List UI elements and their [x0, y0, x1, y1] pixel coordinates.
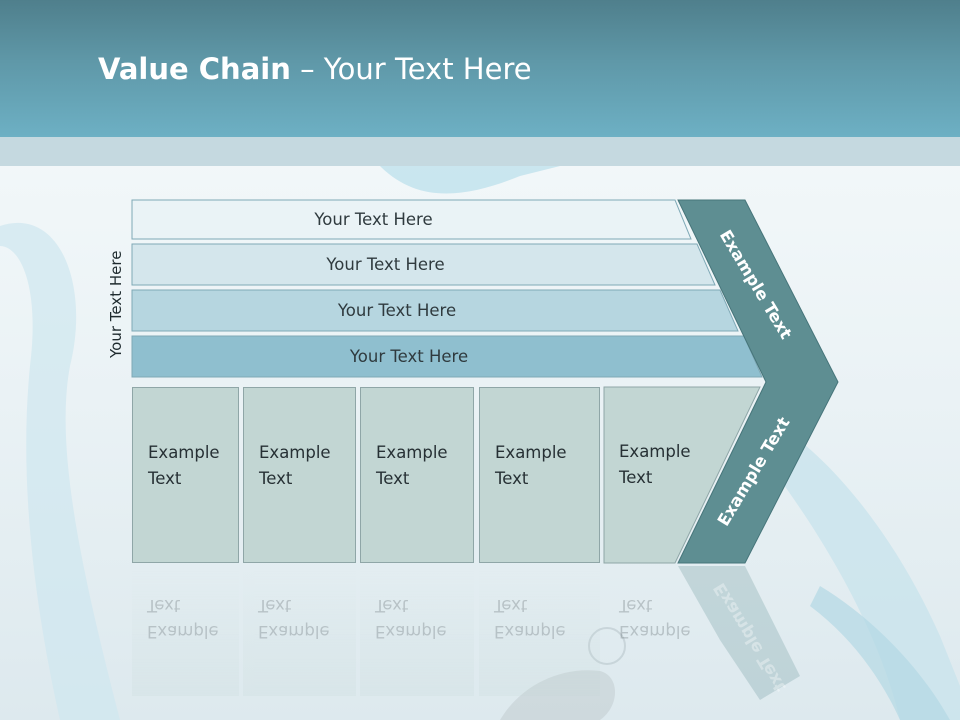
header-band	[0, 137, 960, 166]
box-5-reflection-line1: Example	[619, 622, 691, 641]
box-5-reflection: Example Text	[604, 566, 694, 696]
box-1-line1: Example	[148, 443, 220, 462]
box-4-line2: Text	[495, 469, 529, 488]
title-bold: Value Chain	[98, 52, 291, 86]
box-4-reflection-line1: Example	[494, 622, 566, 641]
row-1-shape	[131, 199, 692, 240]
row-3-shape	[131, 289, 739, 332]
box-3-reflection-line1: Example	[375, 622, 447, 641]
box-2-reflection: Example Text	[243, 566, 356, 696]
box-2-reflection-line2: Text	[258, 596, 292, 615]
row-2-shape	[131, 243, 716, 286]
box-4-reflection: Example Text	[479, 566, 600, 696]
box-5-line2: Text	[619, 468, 653, 487]
slide-title: Value Chain – Your Text Here	[98, 52, 532, 86]
title-rest: – Your Text Here	[290, 52, 532, 86]
box-3-reflection: Example Text	[360, 566, 474, 696]
box-3-line2: Text	[376, 469, 410, 488]
box-4-reflection-line2: Text	[494, 596, 528, 615]
box-3-reflection-line2: Text	[375, 596, 409, 615]
row-1: Your Text Here	[132, 200, 691, 239]
row-2-label: Your Text Here	[326, 255, 445, 274]
box-1-reflection-line1: Example	[147, 622, 219, 641]
box-1-line2: Text	[148, 469, 182, 488]
row-3: Your Text Here	[132, 291, 738, 330]
chevron-reflection	[678, 566, 800, 700]
row-2: Your Text Here	[132, 245, 715, 284]
row-1-label: Your Text Here	[314, 210, 433, 229]
box-5-shape	[603, 386, 761, 564]
row-4-label: Your Text Here	[349, 347, 469, 366]
row-4-shape	[131, 335, 763, 378]
row-3-label: Your Text Here	[337, 301, 457, 320]
box-2-line2: Text	[259, 469, 293, 488]
vertical-label: Your Text Here	[107, 250, 125, 358]
box-3-line1: Example	[376, 443, 448, 462]
box-5-line1: Example	[619, 442, 691, 461]
box-1-reflection: Example Text	[132, 566, 239, 696]
box-5-reflection-line2: Text	[619, 596, 653, 615]
box-2-reflection-line1: Example	[258, 622, 330, 641]
slide-header: Value Chain – Your Text Here	[0, 0, 960, 137]
row-4: Your Text Here	[132, 337, 762, 376]
box-2-line1: Example	[259, 443, 331, 462]
ribbon-background-art	[0, 166, 960, 720]
chevron-shape	[677, 199, 839, 564]
box-1-reflection-line2: Text	[147, 596, 181, 615]
box-4-line1: Example	[495, 443, 567, 462]
